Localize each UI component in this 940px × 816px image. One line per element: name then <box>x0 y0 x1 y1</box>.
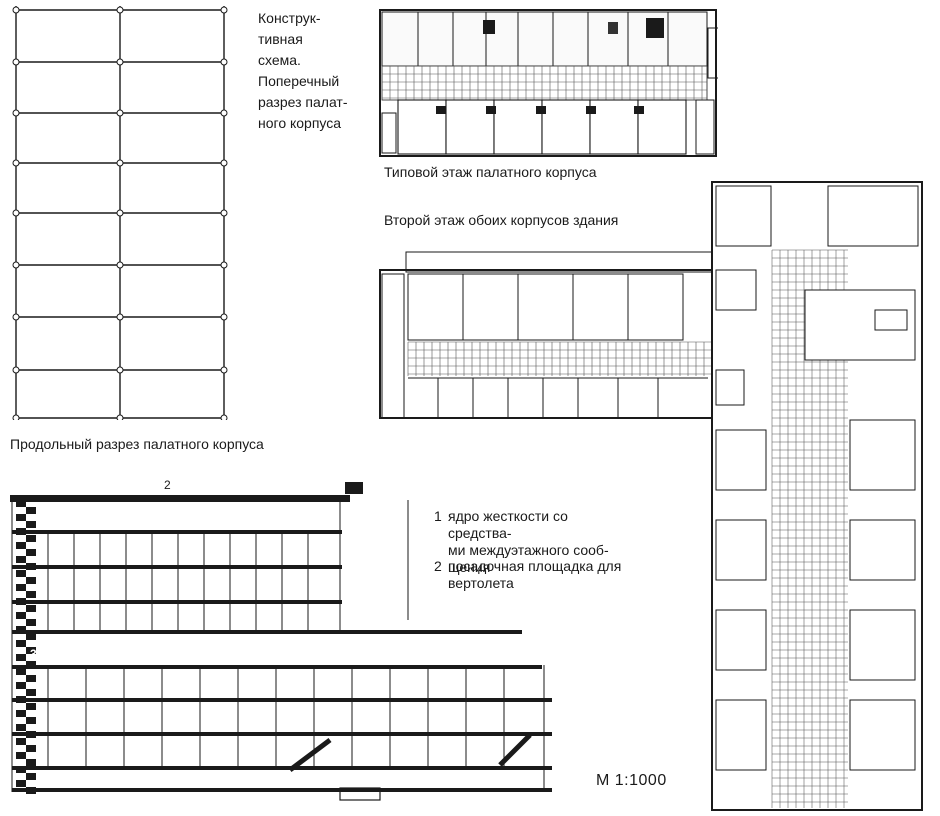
core-hatch <box>26 591 36 598</box>
typical-floor-caption: Типовой этаж палатного корпуса <box>384 164 597 180</box>
core-hatch <box>16 612 26 619</box>
core-hatch <box>26 675 36 682</box>
core-hatch <box>16 654 26 661</box>
legend-text: посадочная площадка для вертолета <box>448 558 622 591</box>
core-hatch <box>26 633 36 640</box>
joint-node <box>12 209 20 217</box>
core-hatch <box>16 598 26 605</box>
core-hatch <box>26 773 36 780</box>
core-hatch <box>26 563 36 570</box>
second-floor-plan-clinic-wing <box>711 181 923 811</box>
core-hatch <box>16 710 26 717</box>
joint-node <box>116 414 124 420</box>
joint-node <box>12 159 20 167</box>
legend-number: 2 <box>434 558 442 574</box>
floor-slab <box>12 600 342 604</box>
joint-node <box>116 159 124 167</box>
joint-node <box>220 414 228 420</box>
core-hatch <box>26 717 36 724</box>
core-hatch <box>16 766 26 773</box>
legend-number: 1 <box>434 508 442 524</box>
core-hatch <box>16 584 26 591</box>
core-hatch <box>26 745 36 752</box>
core-hatch <box>26 605 36 612</box>
core-hatch <box>26 535 36 542</box>
core-hatch <box>26 661 36 668</box>
core-hatch <box>26 689 36 696</box>
floor-slab <box>12 630 522 634</box>
core-hatch <box>16 626 26 633</box>
joint-node <box>12 58 20 66</box>
joint-node <box>116 6 124 14</box>
joint-node <box>116 366 124 374</box>
legend-text: ядро жесткости со средства- ми междуэтаж… <box>448 508 609 575</box>
core-hatch <box>26 549 36 556</box>
longitudinal-section-drawing <box>10 482 552 801</box>
floor-slab <box>12 732 552 736</box>
legend-item-helipad: 2 посадочная площадка для вертолета <box>434 558 634 598</box>
core-marker: 3 <box>30 647 37 661</box>
core-hatch <box>16 752 26 759</box>
floor-slab <box>12 665 542 669</box>
joint-node <box>116 58 124 66</box>
joint-node <box>12 366 20 374</box>
joint-node <box>12 6 20 14</box>
joint-node <box>220 159 228 167</box>
core-hatch <box>16 556 26 563</box>
floor-slab <box>12 565 342 569</box>
core-hatch <box>16 500 26 507</box>
core-hatch <box>26 521 36 528</box>
core-hatch <box>16 724 26 731</box>
joint-node <box>220 261 228 269</box>
second-floor-plan-ward-wing <box>379 251 717 419</box>
joint-node <box>12 109 20 117</box>
structural-scheme-diagram <box>12 6 228 420</box>
joint-node <box>12 414 20 420</box>
core-hatch <box>16 780 26 787</box>
scale-label: М 1:1000 <box>596 772 667 789</box>
joint-node <box>220 366 228 374</box>
core-hatch <box>16 696 26 703</box>
structural-scheme-caption: Конструк- тивная схема. Поперечный разре… <box>258 10 348 131</box>
core-hatch <box>16 528 26 535</box>
legend-item-stiffness-core: 1 ядро жесткости со средства- ми междуэт… <box>434 508 634 575</box>
core-hatch <box>16 682 26 689</box>
joint-node <box>116 209 124 217</box>
joint-node <box>220 109 228 117</box>
joint-node <box>220 6 228 14</box>
core-hatch <box>26 647 36 654</box>
core-hatch <box>16 640 26 647</box>
core-hatch <box>26 731 36 738</box>
core-hatch <box>26 577 36 584</box>
longitudinal-section-caption: Продольный разрез палатного корпуса <box>10 436 264 452</box>
core-hatch <box>26 759 36 766</box>
joint-node <box>12 313 20 321</box>
joint-node <box>116 313 124 321</box>
helipad-marker: 2 <box>164 478 171 492</box>
floor-slab <box>12 788 552 792</box>
core-hatch <box>16 738 26 745</box>
joint-node <box>220 209 228 217</box>
core-hatch <box>16 542 26 549</box>
core-hatch <box>16 570 26 577</box>
core-hatch <box>26 507 36 514</box>
typical-floor-plan <box>379 9 718 157</box>
second-floor-caption: Второй этаж обоих корпусов здания <box>384 212 619 228</box>
joint-node <box>116 109 124 117</box>
core-hatch <box>16 514 26 521</box>
core-hatch <box>26 619 36 626</box>
joint-node <box>12 261 20 269</box>
joint-node <box>220 313 228 321</box>
floor-slab <box>12 530 342 534</box>
core-hatch <box>26 787 36 794</box>
joint-node <box>116 261 124 269</box>
floor-slab <box>12 698 552 702</box>
core-hatch <box>16 668 26 675</box>
joint-node <box>220 58 228 66</box>
floor-slab <box>12 766 552 770</box>
core-hatch <box>26 703 36 710</box>
